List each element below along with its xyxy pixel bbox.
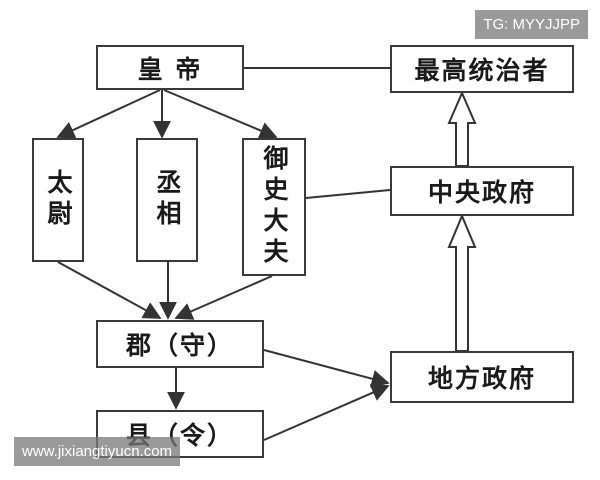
jun-box: 郡（守） xyxy=(96,320,264,368)
connector-emperor-taiwei xyxy=(56,89,161,139)
connector-yushi-jun xyxy=(174,275,273,320)
connector-jun-local xyxy=(263,349,390,388)
connector-yushi-central xyxy=(305,189,391,199)
yushi-box: 御史大夫 xyxy=(242,138,306,276)
central-government-box: 中央政府 xyxy=(390,166,574,216)
hollow-arrow-local-central xyxy=(447,213,477,352)
hollow-arrow-central-supreme xyxy=(447,90,477,167)
watermark-top-right: TG: MYYJJPP xyxy=(475,10,588,39)
emperor-box: 皇 帝 xyxy=(96,45,244,90)
connector-xian-local xyxy=(263,384,390,441)
connector-taiwei-jun xyxy=(57,261,162,319)
connector-emperor-yushi xyxy=(163,89,278,140)
supreme-ruler-box: 最高统治者 xyxy=(390,45,574,93)
taiwei-box: 太尉 xyxy=(32,138,84,262)
local-government-box: 地方政府 xyxy=(390,351,574,403)
chengxiang-box: 丞相 xyxy=(136,138,198,262)
watermark-bottom-left: www.jixiangtiyucn.com xyxy=(14,437,181,466)
